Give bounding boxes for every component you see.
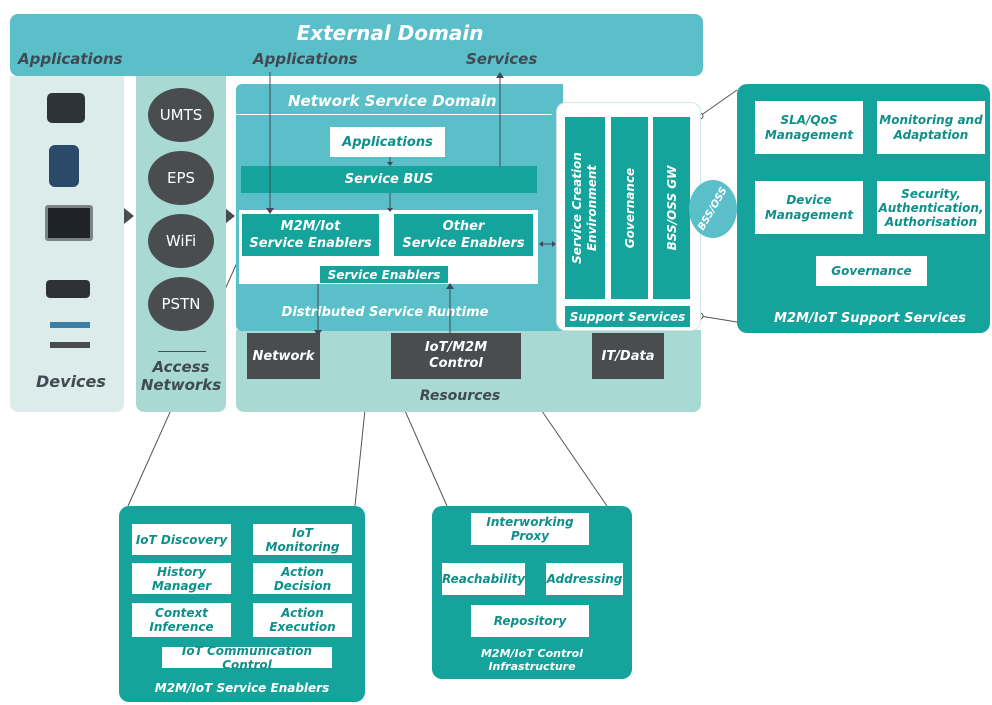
device-line2: Management — [764, 207, 854, 222]
support-governance: Governance — [611, 117, 648, 299]
sce-line1: Service Creation — [570, 152, 584, 264]
monitoring-adaptation: Monitoring and Adaptation — [877, 101, 985, 154]
bss-oss-label: BSS/OSS — [696, 185, 730, 233]
bss-oss-gw-label: BSS/OSS GW — [664, 165, 679, 251]
service-creation-environment: Service Creation Environment — [565, 117, 605, 299]
external-applications-center: Applications — [253, 50, 358, 68]
external-domain-title: External Domain — [296, 21, 484, 45]
bss-oss-circle: BSS/OSS — [689, 180, 737, 238]
device-to-access-arrow — [124, 208, 134, 224]
resource-iot-control: IoT/M2M Control — [391, 333, 521, 379]
iot-monitoring: IoT Monitoring — [253, 524, 352, 555]
device-management: Device Management — [755, 181, 863, 234]
sla-line1: SLA/QoS — [780, 112, 838, 127]
resource-network: Network — [247, 333, 320, 379]
devices-panel — [10, 76, 124, 412]
resource-it-data: IT/Data — [592, 333, 664, 379]
support-governance-box: Governance — [816, 256, 927, 286]
sce-line2: Environment — [585, 164, 599, 252]
security-line3: Authorisation — [884, 214, 978, 229]
other-enablers-line1: Other — [442, 219, 485, 234]
callout-line-support-top — [699, 89, 738, 117]
support-governance-label: Governance — [622, 167, 637, 249]
m2m-iot-service-enablers: M2M/Iot Service Enablers — [242, 214, 379, 256]
access-networks-label: Access Networks — [136, 356, 226, 396]
action-decision: Action Decision — [253, 563, 352, 594]
iot-communication-control: IoT Communication Control — [162, 644, 332, 672]
service-enablers-bar: Service Enablers — [320, 266, 448, 283]
access-pstn: PSTN — [148, 277, 214, 331]
security-line1: Security, — [901, 186, 961, 201]
security-auth: Security, Authentication, Authorisation — [877, 181, 985, 234]
access-eps: EPS — [148, 151, 214, 205]
iot-discovery: IoT Discovery — [132, 524, 231, 555]
access-wifi: WiFi — [148, 214, 214, 268]
interworking-proxy: Interworking Proxy — [471, 513, 589, 545]
monitoring-line1: Monitoring and — [879, 112, 983, 127]
device-monitor-icon — [45, 205, 93, 241]
access-to-network-arrow — [225, 208, 235, 224]
device-camera-icon — [47, 93, 85, 123]
context-inference: Context Inference — [132, 603, 231, 637]
monitoring-line2: Adaptation — [893, 127, 969, 142]
history-manager: History Manager — [132, 563, 231, 594]
network-service-domain-title: Network Service Domain — [288, 92, 497, 110]
device-router-icon — [46, 280, 90, 298]
iot-control-line2: Control — [429, 356, 483, 371]
nsd-title-underline — [236, 114, 552, 115]
access-label-line2: Networks — [140, 376, 222, 394]
callout-line-support-bottom — [699, 315, 738, 323]
m2m-enablers-line1: M2M/Iot — [280, 219, 341, 234]
support-services-bar: Support Services — [565, 306, 690, 327]
addressing: Addressing — [546, 563, 623, 595]
external-services: Services — [466, 50, 538, 68]
iot-control-line1: IoT/M2M — [424, 340, 488, 355]
other-service-enablers: Other Service Enablers — [394, 214, 533, 256]
device-smartphone-icon — [49, 145, 79, 187]
m2m-enablers-line2: Service Enablers — [249, 236, 372, 251]
reachability: Reachability — [442, 563, 525, 595]
control-infra-title: M2M/IoT Control Infrastructure — [480, 647, 584, 673]
device-line1: Device — [786, 192, 832, 207]
service-bus: Service BUS — [241, 166, 537, 193]
action-execution: Action Execution — [253, 603, 352, 637]
nsd-applications: Applications — [330, 127, 445, 157]
support-services-title: M2M/IoT Support Services — [774, 310, 966, 326]
repository: Repository — [471, 605, 589, 637]
sla-qos-management: SLA/QoS Management — [755, 101, 863, 154]
other-enablers-line2: Service Enablers — [402, 236, 525, 251]
access-umts: UMTS — [148, 88, 214, 142]
bss-oss-gw: BSS/OSS GW — [653, 117, 690, 299]
access-label-line1: Access — [152, 358, 210, 376]
access-arrow-line — [158, 351, 206, 352]
network-service-domain-panel — [236, 84, 563, 331]
service-enablers-title: M2M/IoT Service Enablers — [154, 681, 330, 695]
devices-label: Devices — [36, 372, 106, 391]
context-line2: Inference — [149, 620, 214, 634]
distributed-service-runtime: Distributed Service Runtime — [281, 304, 489, 320]
context-line1: Context — [155, 606, 208, 620]
external-domain-banner — [10, 14, 703, 76]
device-sensor-icon — [50, 322, 90, 348]
security-line2: Authentication, — [878, 200, 984, 215]
external-applications-left: Applications — [18, 50, 123, 68]
resources-label: Resources — [419, 388, 501, 404]
sla-line2: Management — [764, 127, 854, 142]
